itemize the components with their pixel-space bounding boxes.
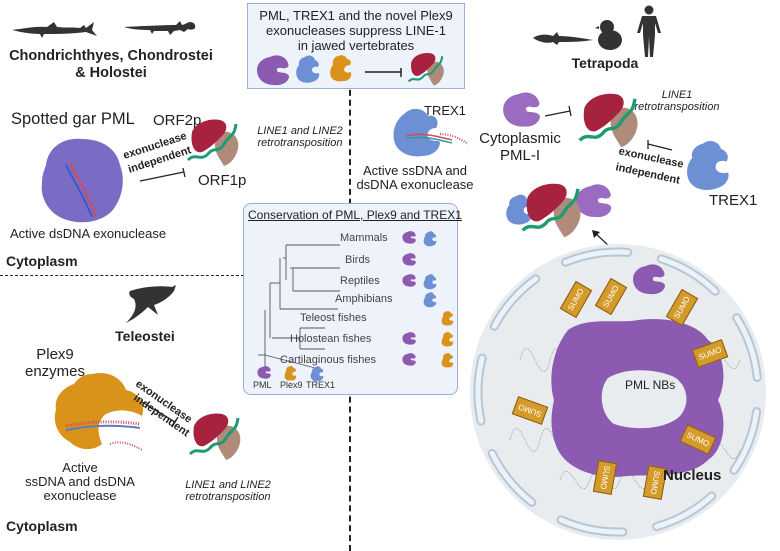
nuclear-envelope-segment [654,493,715,530]
nucleus-label: Nucleus [663,467,722,484]
plex9-presence-icon [441,332,454,347]
taxon-label: Holostean fishes [290,333,372,345]
title-trex1-icon [296,55,320,83]
nuclear-envelope-segment [734,315,760,380]
middle-activity-1: Active ssDNA and [362,163,468,178]
plex9-protein [54,372,144,451]
trex1-presence-icon [423,274,437,290]
top-left-orf-complex [186,118,240,168]
title-line-2: exonucleases suppress LINE-1 [266,23,446,38]
plex9-label-1: Plex9 [36,346,74,363]
pml-inhibition-arrow [544,105,572,117]
top-left-target-1: LINE1 and LINE2 [257,125,343,137]
phylogenetic-tree [258,244,340,371]
axolotl-silhouette-icon [533,32,593,45]
taxon-label: Cartilaginous fishes [280,354,376,366]
right-target-2: retrotransposition [634,101,720,113]
title-line-3: in jawed vertebrates [297,38,415,53]
trex1-inhibition-arrow [647,140,673,151]
pml-presence-icon [402,332,416,345]
title-line-1: PML, TREX1 and the novel Plex9 [259,8,453,23]
title-inhibition-icon [365,68,402,77]
taxon-label: Teleost fishes [300,312,367,324]
legend-label: TREX1 [306,380,336,390]
orf2p-label: ORF2p [153,112,202,129]
middle-activity-2: dsDNA exonuclease [356,177,474,192]
plex9-presence-icon [441,353,454,368]
chondrichthyes-label: Chondrichthyes, Chondrostei [9,48,213,64]
bottom-left-compartment: Cytoplasm [6,518,78,534]
legend-label: PML [253,380,272,390]
plex9-presence-icon [441,311,454,326]
cytoplasmic-pml-i-protein [503,92,540,127]
legend-label: Plex9 [280,380,303,390]
nuclear-envelope-segment [731,408,760,473]
right-target-1: LINE1 [661,89,693,101]
title-line1-icon [407,51,445,87]
teleostei-label: Teleostei [115,328,175,344]
plex9-legend-icon [284,366,297,381]
title-plex9-icon [330,55,352,82]
conservation-title: Conservation of PML, Plex9 and TREX1 [248,208,462,222]
right-trex1-protein [687,141,729,190]
nuclear-envelope-segment [475,355,485,424]
title-pml-icon [257,55,289,86]
orf1p-label: ORF1p [198,172,247,189]
bottom-left-target-2: retrotransposition [185,491,271,503]
nuclear-envelope-segment [491,276,539,329]
pml-presence-icon [402,353,416,366]
human-silhouette-icon [637,5,661,57]
bottom-left-activity-2: ssDNA and dsDNA [25,474,135,489]
trex1-presence-icon [423,292,437,308]
pml-presence-icon [402,274,416,287]
holostei-label: & Holostei [75,65,147,81]
bottom-left-activity-1: Active [62,460,98,475]
chick-silhouette-icon [595,20,622,50]
pml-presence-icon [402,231,416,244]
top-left-activity: Active dsDNA exonuclease [10,226,167,241]
top-left-target-2: retrotransposition [257,137,343,149]
bottom-left-target-1: LINE1 and LINE2 [185,479,271,491]
pml-nbs-label: PML NBs [625,378,676,392]
bottom-left-activity-3: exonuclease [43,488,117,503]
taxon-label: Amphibians [335,293,393,305]
cytoplasmic-pml-label-1: Cytoplasmic [479,130,561,147]
nuclear-envelope-segment [489,450,535,505]
shark-silhouette-icon [12,22,97,38]
taxon-label: Reptiles [340,275,380,287]
nuclear-envelope-segment [563,249,631,265]
teleost-silhouette-icon [126,285,176,323]
spotted-gar-pml-title: Spotted gar PML [11,110,135,128]
conservation-box [243,203,458,395]
trex1-legend-icon [310,366,324,382]
cytoplasmic-pml-label-2: PML-I [499,147,540,164]
trex1-presence-icon [423,231,437,247]
top-left-inhibition-arrow [139,167,186,182]
middle-trex1-protein [393,108,469,157]
right-trex1-label: TREX1 [709,192,758,209]
pml-presence-icon [402,253,416,266]
horizontal-divider [0,275,249,276]
bottom-left-inhibition-arrow [141,401,179,428]
tetrapoda-label: Tetrapoda [571,55,639,71]
middle-trex1-label: TREX1 [424,103,466,118]
free-pml-protein [633,264,665,295]
spotted-gar-pml-protein [41,138,123,223]
top-left-compartment: Cytoplasm [6,253,78,269]
gar-silhouette-icon [124,21,196,35]
bottom-left-orf-complex [188,412,242,462]
pml-legend-icon [257,366,271,379]
nuclear-envelope-segment [558,517,626,535]
nuclear-envelope-segment [658,256,718,294]
plex9-label-2: enzymes [24,363,86,380]
taxon-label: Birds [345,254,371,266]
taxon-label: Mammals [340,232,388,244]
